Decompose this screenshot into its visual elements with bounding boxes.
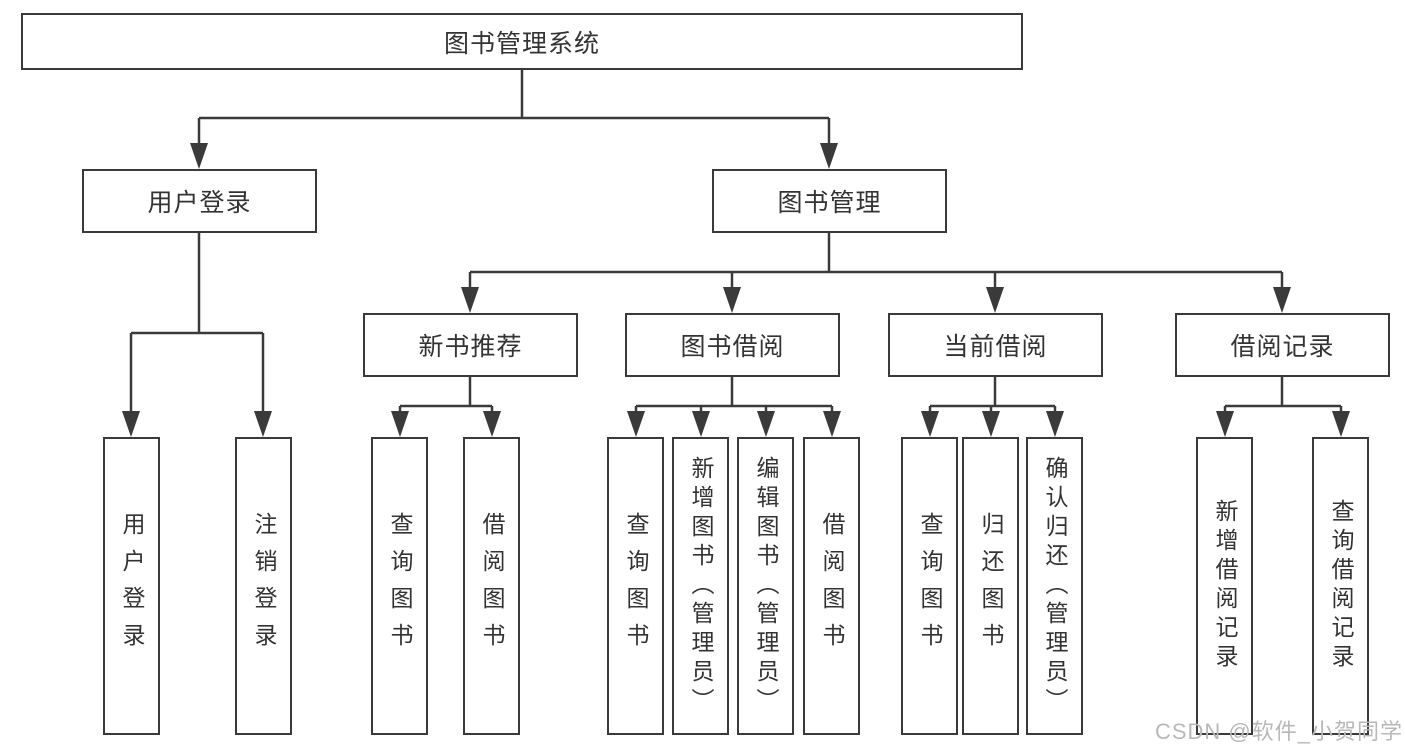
node-root-label: 图书管理系统 [443, 29, 600, 58]
leaf-records-query-record-label: 查询借阅记录 [1328, 499, 1354, 673]
node-book-management: 图书管理 [712, 169, 947, 233]
leaf-borrowing-add-books-admin-label: 新增图书（管理员） [688, 455, 714, 717]
node-new-book-recommend: 新书推荐 [363, 313, 578, 377]
leaf-logout: 注销登录 [235, 437, 292, 735]
node-user-login: 用户登录 [82, 169, 317, 233]
leaf-records-add-record: 新增借阅记录 [1196, 437, 1253, 735]
leaf-borrowing-query-books: 查询图书 [607, 437, 664, 735]
node-book-management-label: 图书管理 [777, 189, 882, 217]
node-new-book-recommend-label: 新书推荐 [418, 333, 523, 361]
node-borrowing-records-label: 借阅记录 [1230, 333, 1335, 361]
leaf-user-login: 用户登录 [103, 437, 160, 735]
node-current-borrowing-label: 当前借阅 [943, 333, 1048, 361]
node-user-login-label: 用户登录 [147, 189, 252, 217]
leaf-borrowing-query-books-label: 查询图书 [623, 512, 649, 660]
leaf-current-query-books: 查询图书 [901, 437, 958, 735]
leaf-logout-label: 注销登录 [251, 512, 277, 660]
leaf-borrowing-edit-books-admin: 编辑图书（管理员） [737, 437, 794, 735]
leaf-borrowing-add-books-admin: 新增图书（管理员） [672, 437, 729, 735]
leaf-user-login-label: 用户登录 [119, 512, 145, 660]
node-root: 图书管理系统 [21, 13, 1023, 70]
node-book-borrowing: 图书借阅 [625, 313, 840, 377]
leaf-recommend-borrow-books: 借阅图书 [463, 437, 520, 735]
leaf-records-query-record: 查询借阅记录 [1312, 437, 1369, 735]
leaf-borrowing-borrow-books: 借阅图书 [803, 437, 860, 735]
leaf-borrowing-edit-books-admin-label: 编辑图书（管理员） [753, 455, 779, 717]
node-current-borrowing: 当前借阅 [888, 313, 1103, 377]
leaf-recommend-query-books-label: 查询图书 [387, 512, 413, 660]
leaf-recommend-borrow-books-label: 借阅图书 [479, 512, 505, 660]
leaf-current-return-books: 归还图书 [962, 437, 1019, 735]
leaf-borrowing-borrow-books-label: 借阅图书 [819, 512, 845, 660]
leaf-recommend-query-books: 查询图书 [371, 437, 428, 735]
leaf-current-confirm-return-admin-label: 确认归还（管理员） [1042, 455, 1068, 717]
leaf-current-query-books-label: 查询图书 [917, 512, 943, 660]
leaf-current-confirm-return-admin: 确认归还（管理员） [1026, 437, 1083, 735]
node-borrowing-records: 借阅记录 [1175, 313, 1390, 377]
leaf-records-add-record-label: 新增借阅记录 [1212, 499, 1238, 673]
node-book-borrowing-label: 图书借阅 [680, 333, 785, 361]
csdn-watermark: CSDN @软件_小贺同学 [1154, 719, 1403, 744]
leaf-current-return-books-label: 归还图书 [978, 512, 1004, 660]
